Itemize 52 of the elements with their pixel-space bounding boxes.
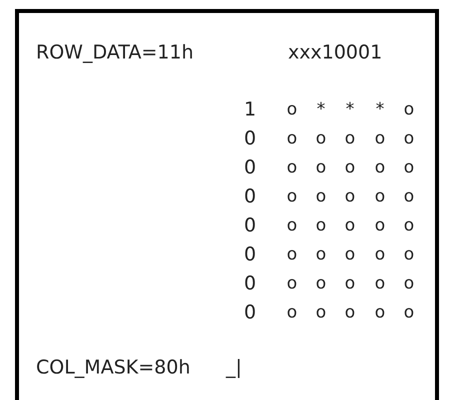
matrix-cell: o	[286, 102, 298, 118]
matrix-cell: o	[404, 102, 414, 118]
row-bit-value: 0	[244, 246, 256, 264]
matrix-cell: o	[344, 160, 356, 176]
matrix-cell: o	[374, 218, 386, 234]
matrix-cell: *	[316, 102, 326, 118]
row-bit-value: 0	[244, 188, 256, 206]
matrix-cell: o	[344, 188, 356, 206]
matrix-cell: o	[286, 276, 298, 292]
matrix-cell: o	[316, 188, 326, 206]
matrix-cell: *	[346, 102, 354, 118]
matrix-cell: o	[286, 246, 298, 264]
matrix-cell: o	[404, 246, 414, 264]
matrix-cell: o	[286, 304, 298, 322]
matrix-cell: o	[344, 130, 356, 148]
register-value-text: COL_MASK=80h	[36, 358, 190, 378]
matrix-cell: o	[404, 130, 414, 148]
row-bit-value: 0	[244, 158, 256, 178]
matrix-cell: o	[374, 304, 386, 322]
matrix-cell: o	[316, 276, 326, 292]
matrix-cell: o	[344, 276, 356, 292]
matrix-cell: o	[316, 130, 326, 148]
matrix-cell: o	[344, 218, 356, 234]
row-bit-value: 0	[244, 216, 256, 236]
matrix-cell: o	[374, 188, 386, 206]
matrix-cell: o	[286, 218, 298, 234]
matrix-cell: o	[374, 130, 386, 148]
matrix-cell: o	[404, 304, 414, 322]
row-bit-value: 0	[244, 304, 256, 322]
matrix-cell: *	[376, 102, 384, 118]
row-bit-value: 1	[244, 100, 256, 120]
signal-edge-text: _|	[226, 358, 242, 378]
bit-pattern-text: xxx10001	[288, 44, 382, 62]
matrix-cell: o	[404, 188, 414, 206]
matrix-cell: o	[374, 276, 386, 292]
matrix-cell: o	[316, 160, 326, 176]
matrix-cell: o	[404, 276, 414, 292]
row-bit-value: 0	[244, 130, 256, 148]
matrix-cell: o	[316, 246, 326, 264]
matrix-cell: o	[404, 160, 414, 176]
row-bit-value: 0	[244, 274, 256, 294]
matrix-cell: o	[316, 218, 326, 234]
matrix-cell: o	[316, 304, 326, 322]
matrix-cell: o	[374, 160, 386, 176]
matrix-cell: o	[374, 246, 386, 264]
matrix-cell: o	[286, 160, 298, 176]
matrix-cell: o	[404, 218, 414, 234]
matrix-cell: o	[344, 304, 356, 322]
register-value-text: ROW_DATA=11h	[36, 44, 194, 62]
matrix-cell: o	[286, 130, 298, 148]
matrix-cell: o	[344, 246, 356, 264]
matrix-cell: o	[286, 188, 298, 206]
